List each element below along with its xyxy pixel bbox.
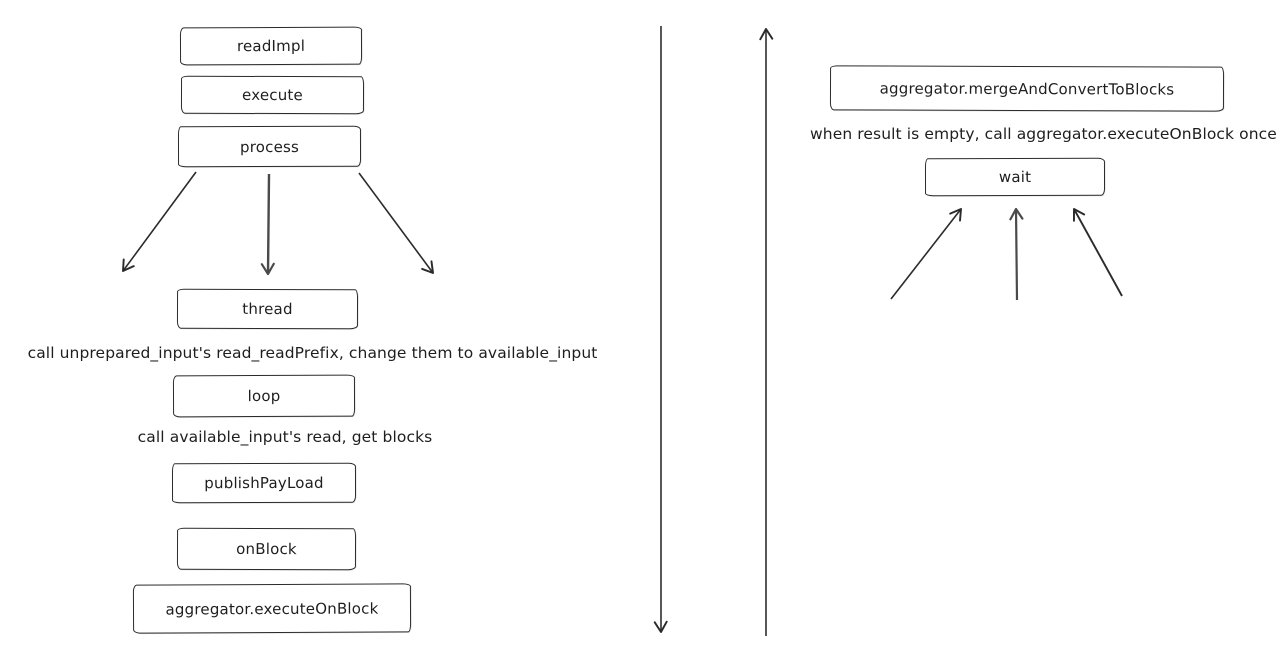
node-loop-label: loop [247, 386, 281, 406]
node-aggregator-executeonblock-label: aggregator.executeOnBlock [165, 599, 379, 618]
node-thread-label: thread [242, 299, 293, 319]
node-process-label: process [239, 137, 300, 156]
node-execute: execute [180, 75, 365, 115]
node-onblock: onBlock [176, 527, 357, 571]
arrow-process-to-thread-left [122, 171, 197, 272]
node-loop: loop [172, 374, 356, 418]
node-readimpl: readImpl [179, 26, 363, 66]
annotation-empty-result: when result is empty, call aggregator.ex… [810, 125, 1277, 143]
node-process: process [177, 125, 362, 168]
node-aggregator-mergeandconverttoblocks-label: aggregator.mergeAndConvertToBlocks [879, 78, 1175, 99]
arrow-process-to-thread-middle [260, 173, 275, 276]
arrow-process-to-thread-right [358, 172, 434, 274]
arrow-to-wait-middle [1009, 207, 1024, 301]
node-readimpl-label: readImpl [236, 36, 306, 56]
annotation-available-input: call available_input's read, get blocks [137, 428, 433, 446]
arrow-to-wait-right [1072, 208, 1123, 297]
node-execute-label: execute [242, 85, 303, 105]
arrow-to-wait-left [890, 208, 962, 300]
node-wait-label: wait [998, 167, 1032, 187]
node-aggregator-executeonblock: aggregator.executeOnBlock [132, 583, 412, 634]
node-publishpayload: publishPayLoad [171, 462, 357, 504]
node-thread: thread [176, 288, 359, 330]
node-wait: wait [924, 157, 1106, 197]
node-onblock-label: onBlock [236, 539, 297, 559]
node-aggregator-mergeandconverttoblocks: aggregator.mergeAndConvertToBlocks [829, 65, 1225, 112]
annotation-unprepared-input: call unprepared_input's read_readPrefix,… [27, 344, 598, 362]
node-publishpayload-label: publishPayLoad [204, 473, 324, 493]
